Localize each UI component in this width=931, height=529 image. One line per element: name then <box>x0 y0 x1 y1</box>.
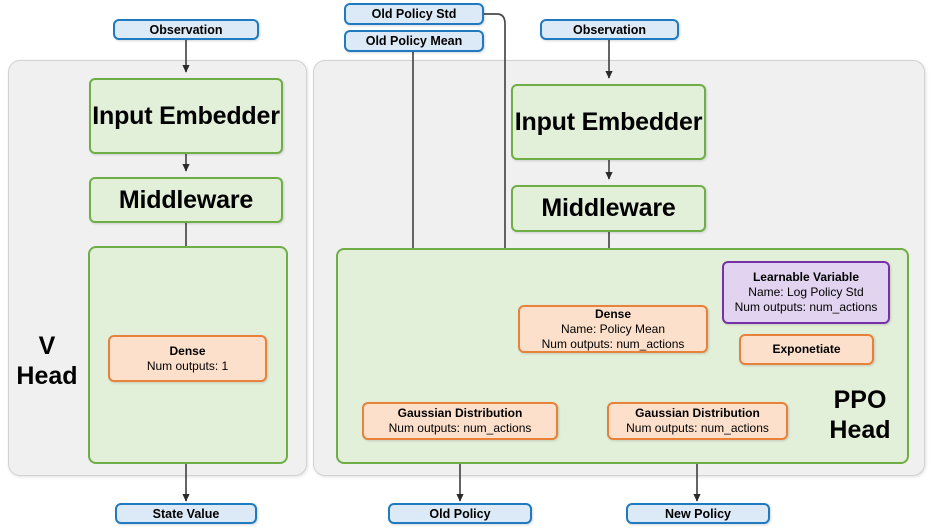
ppo-head-dense-policy-mean[interactable]: Dense Name: Policy Mean Num outputs: num… <box>518 305 708 353</box>
input-observation-right-label: Observation <box>573 22 646 37</box>
ppo-head-label-line2: Head <box>829 416 891 444</box>
ppo-head-gaussian-new[interactable]: Gaussian Distribution Num outputs: num_a… <box>607 402 788 440</box>
v-head-label: V Head <box>10 331 84 391</box>
ppo-head-dense-num-outputs: Num outputs: num_actions <box>541 336 685 351</box>
learnable-variable-name: Name: Log Policy Std <box>748 285 864 299</box>
v-head-input-embedder-label: Input Embedder <box>92 101 280 130</box>
v-head-dense-num-outputs: Num outputs: 1 <box>146 358 229 373</box>
gaussian-old-title: Gaussian Distribution <box>397 406 523 420</box>
ppo-head-input-embedder-label: Input Embedder <box>514 107 703 136</box>
output-old-policy[interactable]: Old Policy <box>388 503 532 524</box>
v-head-dense-title: Dense <box>169 343 206 358</box>
ppo-head-dense-title: Dense <box>594 306 632 321</box>
v-head-input-embedder[interactable]: Input Embedder <box>89 78 283 154</box>
output-old-policy-label: Old Policy <box>429 506 491 521</box>
ppo-head-dense-name: Name: Policy Mean <box>560 321 666 336</box>
v-head-label-line2: Head <box>16 362 78 390</box>
ppo-head-learnable-variable[interactable]: Learnable Variable Name: Log Policy Std … <box>722 261 890 324</box>
ppo-head-exponentiate[interactable]: Exponetiate <box>739 334 874 365</box>
learnable-variable-title: Learnable Variable <box>752 270 860 284</box>
exponentiate-title: Exponetiate <box>772 342 841 356</box>
input-observation-left-label: Observation <box>149 22 223 37</box>
ppo-head-label-line1: PPO <box>833 386 887 414</box>
learnable-variable-num-outputs: Num outputs: num_actions <box>734 300 878 314</box>
input-old-policy-std[interactable]: Old Policy Std <box>344 3 484 25</box>
ppo-head-gaussian-old[interactable]: Gaussian Distribution Num outputs: num_a… <box>362 402 558 440</box>
input-old-policy-mean[interactable]: Old Policy Mean <box>344 30 484 52</box>
output-state-value[interactable]: State Value <box>115 503 257 524</box>
gaussian-new-num-outputs: Num outputs: num_actions <box>626 421 769 435</box>
ppo-head-middleware-label: Middleware <box>541 194 676 222</box>
output-state-value-label: State Value <box>152 506 220 521</box>
gaussian-old-num-outputs: Num outputs: num_actions <box>388 421 532 435</box>
input-old-policy-mean-label: Old Policy Mean <box>365 34 463 48</box>
input-observation-right[interactable]: Observation <box>540 19 679 40</box>
gaussian-new-title: Gaussian Distribution <box>635 406 760 420</box>
input-observation-left[interactable]: Observation <box>113 19 259 40</box>
v-head-middleware[interactable]: Middleware <box>89 177 283 223</box>
output-new-policy[interactable]: New Policy <box>626 503 770 524</box>
v-head-dense[interactable]: Dense Num outputs: 1 <box>108 335 267 382</box>
ppo-head-middleware[interactable]: Middleware <box>511 185 706 232</box>
v-head-middleware-label: Middleware <box>118 185 254 214</box>
ppo-head-label: PPO Head <box>815 385 905 445</box>
ppo-head-input-embedder[interactable]: Input Embedder <box>511 84 706 160</box>
v-head-label-line1: V <box>38 332 56 360</box>
input-old-policy-std-label: Old Policy Std <box>371 7 457 21</box>
output-new-policy-label: New Policy <box>665 506 731 521</box>
